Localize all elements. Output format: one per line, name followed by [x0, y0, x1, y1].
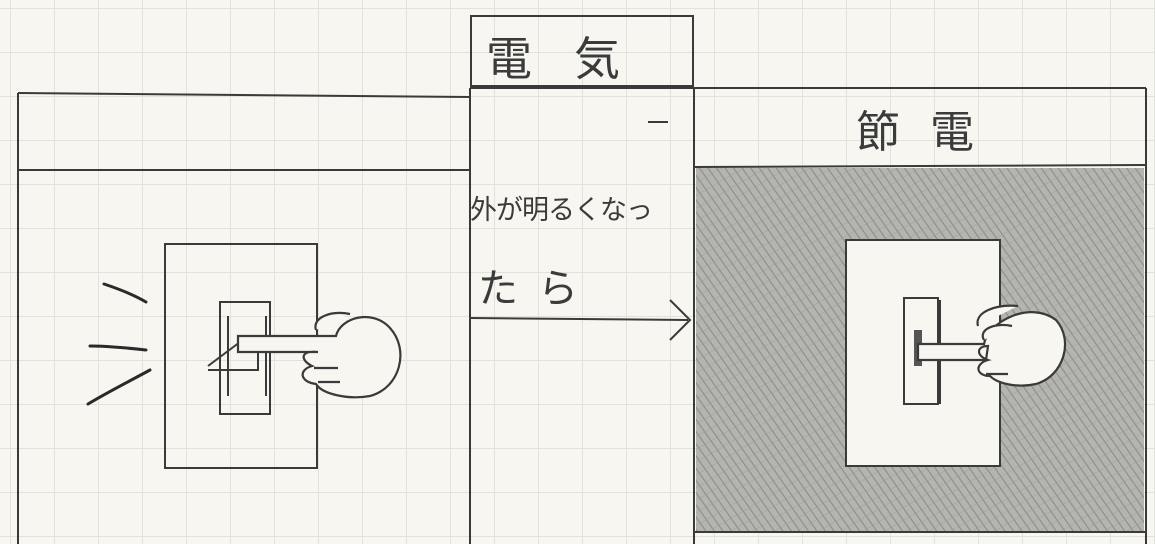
left-panel: [17, 88, 471, 544]
left-hand-icon: [236, 311, 402, 399]
center-header-label: 電気: [486, 32, 662, 86]
right-hand-icon: [916, 304, 1067, 387]
left-switch-plate: [164, 243, 318, 469]
center-column: [469, 87, 695, 544]
right-switch-plate: [845, 239, 1001, 467]
center-header-box: 電気: [470, 15, 694, 87]
brightness-marks-icon: [86, 282, 152, 406]
arrow-caption-line2: たら: [478, 266, 598, 312]
arrow-caption-line1: 外が明るくなっ: [470, 195, 653, 226]
right-panel-label: 節電: [856, 107, 1004, 158]
